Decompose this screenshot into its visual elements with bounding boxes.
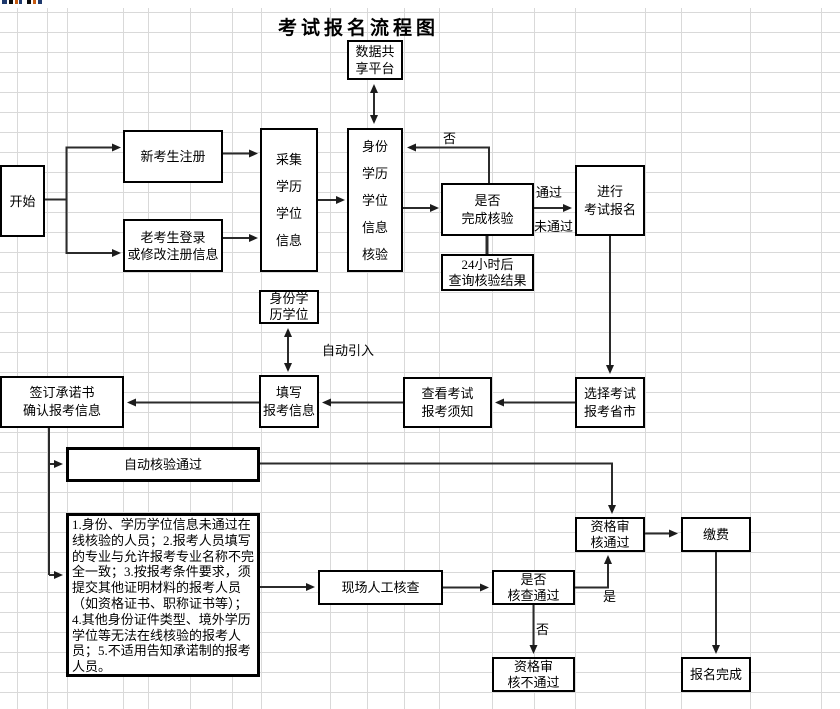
node-select-exam-province: 选择考试 报考省市 bbox=[575, 377, 645, 428]
node-start: 开始 bbox=[0, 165, 45, 237]
edge-label-auto-import: 自动引入 bbox=[322, 343, 375, 358]
node-qualification-passed: 资格审 核通过 bbox=[575, 517, 645, 552]
node-auto-verification-passed: 自动核验通过 bbox=[66, 447, 260, 482]
page-title: 考试报名流程图 bbox=[278, 18, 440, 39]
edge-label-fail: 未通过 bbox=[534, 219, 574, 234]
node-verification-complete-decision: 是否 完成核验 bbox=[441, 183, 534, 236]
node-view-registration-notice: 查看考试 报考须知 bbox=[403, 377, 492, 428]
node-new-candidate-register: 新考生注册 bbox=[123, 130, 223, 183]
node-payment: 缴费 bbox=[681, 517, 751, 552]
node-query-result-24h: 24小时后 查询核验结果 bbox=[441, 254, 534, 291]
node-onsite-manual-check: 现场人工核查 bbox=[318, 570, 443, 605]
node-identity-verification: 身份 学历 学位 信息 核验 bbox=[347, 128, 403, 272]
node-identity-education-degree: 身份学 历学位 bbox=[259, 290, 319, 324]
node-proceed-exam-registration: 进行 考试报名 bbox=[575, 165, 645, 236]
node-sign-commitment: 签订承诺书 确认报考信息 bbox=[0, 376, 124, 428]
node-data-sharing-platform: 数据共 享平台 bbox=[347, 40, 403, 80]
edge-label-no-bottom: 否 bbox=[536, 622, 550, 637]
edge-label-pass: 通过 bbox=[536, 185, 563, 200]
node-registration-complete: 报名完成 bbox=[681, 657, 751, 692]
edge-label-yes: 是 bbox=[603, 589, 617, 604]
node-collect-education-info: 采集 学历 学位 信息 bbox=[260, 128, 318, 272]
node-old-candidate-login: 老考生登录 或修改注册信息 bbox=[123, 219, 223, 272]
node-fill-registration-info: 填写 报考信息 bbox=[259, 375, 319, 428]
node-check-pass-decision: 是否 核查通过 bbox=[492, 570, 575, 605]
node-qualification-failed: 资格审 核不通过 bbox=[492, 657, 575, 692]
node-manual-review-conditions: 1.身份、学历学位信息未通过在线核验的人员；2.报考人员填写的专业与允许报考专业… bbox=[66, 513, 260, 677]
edge-label-no-top: 否 bbox=[443, 131, 457, 146]
